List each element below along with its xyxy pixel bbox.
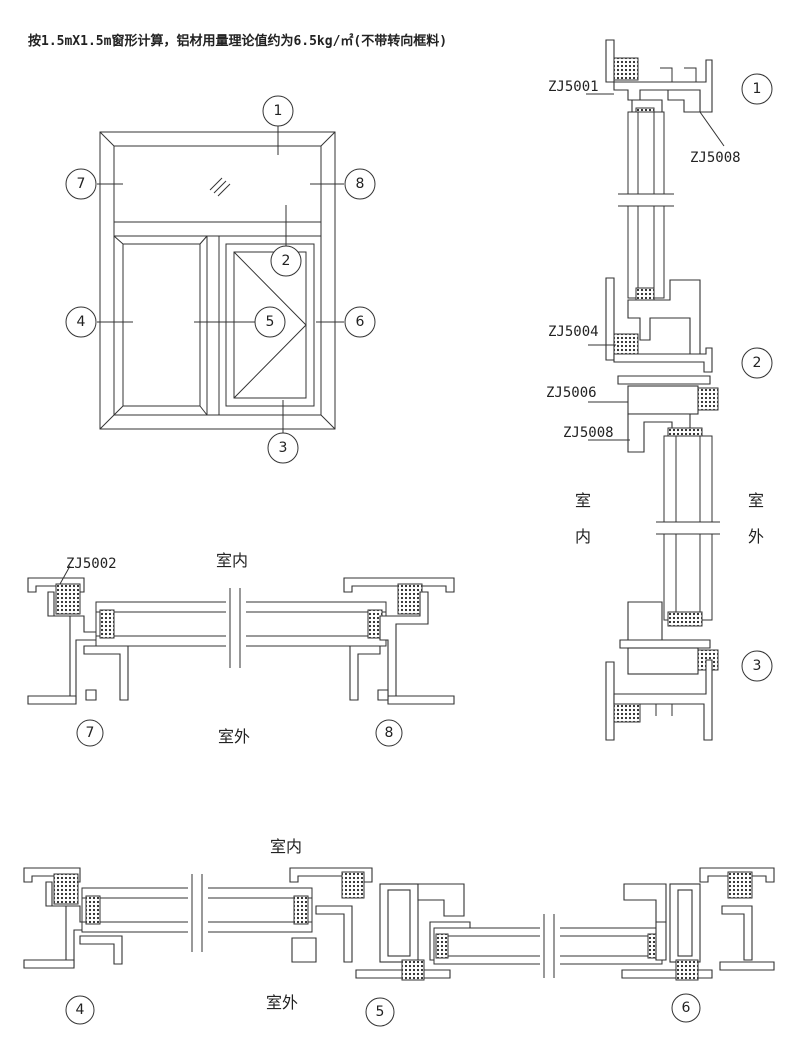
section-marker-7 — [76, 719, 104, 747]
marker-label: 2 — [282, 253, 291, 269]
label-indoor-456: 室内 — [270, 837, 302, 856]
vertical-section: ZJ5001 ZJ5008 ZJ5004 ZJ5006 ZJ5008 1 2 3… — [546, 39, 773, 741]
section-4-5-6: 室内 室外 4 5 6 — [23, 837, 775, 1027]
marker-label: 5 — [266, 314, 275, 330]
label-zj5004: ZJ5004 — [548, 324, 599, 340]
label-zj5008-mid: ZJ5008 — [563, 425, 614, 441]
label-shi-outdoor: 室 — [748, 491, 764, 510]
marker-label: 4 — [76, 1002, 85, 1018]
marker-label: 2 — [753, 355, 762, 371]
marker-label: 8 — [385, 725, 394, 741]
marker-5 — [254, 306, 286, 338]
marker-label: 6 — [682, 1000, 691, 1016]
label-zj5002: ZJ5002 — [66, 556, 117, 572]
marker-3 — [267, 432, 299, 464]
marker-label: 6 — [356, 314, 365, 330]
section-marker-4 — [65, 995, 95, 1025]
section-marker-2 — [741, 347, 773, 379]
marker-label: 1 — [753, 81, 762, 97]
section-7-8: ZJ5002 室内 室外 7 8 — [27, 551, 455, 747]
label-zj5008-top: ZJ5008 — [690, 150, 741, 166]
label-shi-indoor: 室 — [575, 491, 591, 510]
marker-4 — [65, 306, 97, 338]
marker-label: 7 — [86, 725, 95, 741]
label-zj5001: ZJ5001 — [548, 79, 599, 95]
section-marker-3 — [741, 650, 773, 682]
marker-8 — [344, 168, 376, 200]
marker-2 — [270, 245, 302, 277]
marker-label: 7 — [77, 176, 86, 192]
weight-note: 按1.5mX1.5m窗形计算，铝材用量理论值约为6.5kg/㎡(不带转向框料) — [28, 34, 448, 49]
label-indoor-78: 室内 — [216, 551, 248, 570]
label-outdoor-456: 室外 — [266, 993, 298, 1012]
marker-1 — [262, 95, 294, 127]
label-wai: 外 — [748, 527, 764, 546]
marker-label: 3 — [279, 440, 288, 456]
marker-label: 4 — [77, 314, 86, 330]
marker-label: 8 — [356, 176, 365, 192]
marker-label: 3 — [753, 658, 762, 674]
section-marker-8 — [375, 719, 403, 747]
label-nei: 内 — [575, 527, 591, 546]
marker-label: 1 — [274, 103, 283, 119]
section-marker-6 — [671, 993, 701, 1023]
marker-label: 5 — [376, 1004, 385, 1020]
section-marker-5 — [365, 997, 395, 1027]
label-outdoor-78: 室外 — [218, 727, 250, 746]
marker-6 — [344, 306, 376, 338]
window-elevation: 1 2 3 4 5 6 7 8 — [65, 95, 376, 464]
label-zj5006: ZJ5006 — [546, 385, 597, 401]
section-marker-1 — [741, 73, 773, 105]
marker-7 — [65, 168, 97, 200]
